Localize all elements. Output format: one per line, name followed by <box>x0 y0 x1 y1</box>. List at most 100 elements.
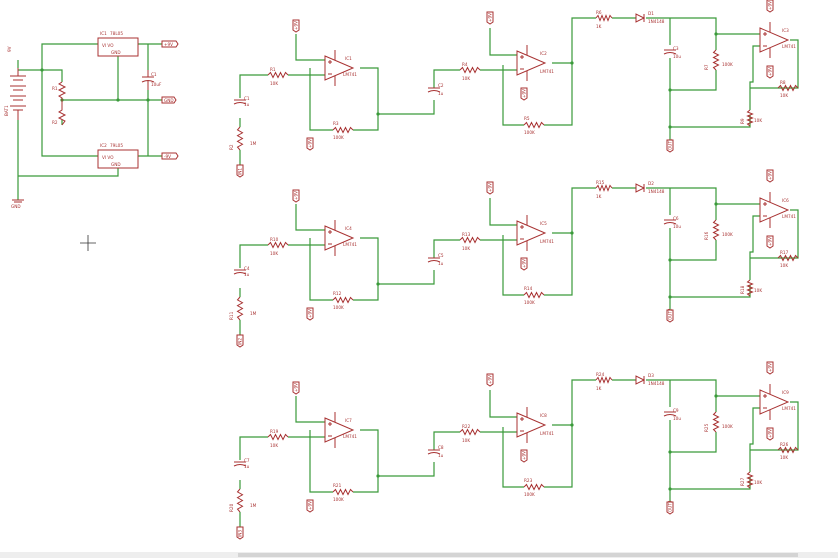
output-terminal[interactable]: OUT1 <box>666 138 674 153</box>
net-tag-c[interactable]: -9V <box>161 152 179 160</box>
c3-ref: C6 <box>673 216 679 221</box>
trim-potentiometer[interactable] <box>746 279 754 297</box>
input-resistor-stage2[interactable] <box>459 428 481 436</box>
supply-tag-stage1-neg[interactable]: +9V <box>306 137 314 151</box>
supply-tag-stage2[interactable]: +9V <box>486 11 494 25</box>
filter-capacitor[interactable] <box>663 219 677 225</box>
feedback-resistor-stage1[interactable] <box>332 488 354 496</box>
op2-val: LM741 <box>540 431 554 436</box>
diode-symbol[interactable] <box>635 13 646 23</box>
r4-val: 100K <box>722 232 733 237</box>
rectifier-resistor[interactable] <box>595 184 613 192</box>
diode-symbol[interactable] <box>635 375 646 385</box>
supply-tag-stage1[interactable]: +9V <box>292 189 300 203</box>
c3-ref: C3 <box>673 46 679 51</box>
c1-ref: C1 <box>244 96 250 101</box>
input-resistor-ground[interactable] <box>236 296 244 321</box>
supply-tag-stage3-neg[interactable]: +9V <box>766 65 774 79</box>
input-capacitor[interactable] <box>233 269 247 275</box>
supply-tag-stage3[interactable]: +9V <box>766 0 774 13</box>
supply-tag-stage1[interactable]: +9V <box>292 19 300 33</box>
battery-value: 9V <box>7 46 12 52</box>
feedback-resistor-stage2[interactable] <box>523 121 545 129</box>
output-terminal[interactable]: OUT2 <box>666 308 674 323</box>
supply-tag-stage2-neg[interactable]: +9V <box>520 257 528 271</box>
trim-potentiometer[interactable] <box>746 471 754 489</box>
rf1-val: 100K <box>333 305 344 310</box>
supply-tag-stage2[interactable]: +9V <box>486 181 494 195</box>
feedback-resistor-stage3[interactable] <box>777 84 799 92</box>
input-terminal[interactable]: IN2 <box>236 334 244 348</box>
r3-val: 1K <box>596 194 602 199</box>
coupling-capacitor[interactable] <box>427 257 441 263</box>
net-tag-a[interactable]: +9V <box>161 40 179 48</box>
supply-tag-stage3[interactable]: +9V <box>766 169 774 183</box>
supply-tag-stage3[interactable]: +9V <box>766 361 774 375</box>
reg1-pins: VI VO <box>102 43 114 48</box>
input-resistor[interactable] <box>267 71 289 79</box>
pot-val: 10K <box>754 288 762 293</box>
supply-tag-stage3-neg[interactable]: +9V <box>766 427 774 441</box>
c3-ref: C9 <box>673 408 679 413</box>
ground-symbol <box>12 199 24 203</box>
power-supply: 9V BAT1 R1 R2 IC1 78L05 VI VO GND IC2 79… <box>4 31 179 209</box>
feedback-resistor-stage3[interactable] <box>777 254 799 262</box>
op3-ref: IC9 <box>782 390 789 395</box>
feedback-resistor-stage3[interactable] <box>777 446 799 454</box>
input-terminal[interactable]: IN3 <box>236 526 244 540</box>
scrollbar-thumb[interactable] <box>238 553 798 557</box>
input-resistor-stage2[interactable] <box>459 236 481 244</box>
svg-text:IN2: IN2 <box>238 338 243 345</box>
input-terminal[interactable]: IN1 <box>236 164 244 178</box>
supply-tag-stage1-neg[interactable]: +9V <box>306 499 314 513</box>
diode-ref: D1 <box>648 11 654 16</box>
filter-resistor[interactable] <box>712 411 720 433</box>
filter-resistor[interactable] <box>712 49 720 71</box>
pot-ref: R27 <box>740 477 745 486</box>
feedback-resistor-stage2[interactable] <box>523 291 545 299</box>
svg-text:+9V: +9V <box>768 171 773 180</box>
c2-val: 1u <box>438 91 444 96</box>
diode-ref: D2 <box>648 181 654 186</box>
filter-capacitor[interactable] <box>663 411 677 417</box>
input-resistor-ground[interactable] <box>236 488 244 513</box>
rectifier-resistor[interactable] <box>595 376 613 384</box>
supply-tag-stage1-neg[interactable]: +9V <box>306 307 314 321</box>
op1-val: LM741 <box>343 72 357 77</box>
diode-symbol[interactable] <box>635 183 646 193</box>
feedback-resistor-stage1[interactable] <box>332 296 354 304</box>
supply-tag-stage2[interactable]: +9V <box>486 373 494 387</box>
feedback-resistor-stage2[interactable] <box>523 483 545 491</box>
input-resistor-ground[interactable] <box>236 126 244 151</box>
svg-text:+9V: +9V <box>522 451 527 460</box>
supply-tag-stage1[interactable]: +9V <box>292 381 300 395</box>
r2-val: 10K <box>462 76 470 81</box>
input-capacitor[interactable] <box>233 99 247 105</box>
feedback-resistor-stage1[interactable] <box>332 126 354 134</box>
supply-tag-stage3-neg[interactable]: +9V <box>766 235 774 249</box>
coupling-capacitor[interactable] <box>427 449 441 455</box>
input-resistor[interactable] <box>267 433 289 441</box>
r2-val: 10K <box>462 246 470 251</box>
input-capacitor[interactable] <box>233 461 247 467</box>
filter-resistor[interactable] <box>712 219 720 241</box>
coupling-capacitor[interactable] <box>427 87 441 93</box>
input-resistor[interactable] <box>267 241 289 249</box>
regulator-ic2[interactable] <box>97 149 139 169</box>
input-resistor-stage2[interactable] <box>459 66 481 74</box>
supply-tag-stage2-neg[interactable]: +9V <box>520 87 528 101</box>
op1-ref: IC4 <box>345 226 352 231</box>
rg-val: 1M <box>250 141 257 146</box>
rf3-val: 10K <box>780 455 788 460</box>
supply-tag-stage2-neg[interactable]: +9V <box>520 449 528 463</box>
net-tag-b[interactable]: GND <box>161 96 177 104</box>
output-terminal[interactable]: OUT3 <box>666 500 674 515</box>
rf2-val: 100K <box>524 300 535 305</box>
trim-potentiometer[interactable] <box>746 109 754 127</box>
rectifier-resistor[interactable] <box>595 14 613 22</box>
filter-capacitor[interactable] <box>663 49 677 55</box>
rf1-ref: R21 <box>333 483 342 488</box>
regulator-ic1[interactable] <box>97 37 139 57</box>
rg-ref: R11 <box>229 311 234 320</box>
